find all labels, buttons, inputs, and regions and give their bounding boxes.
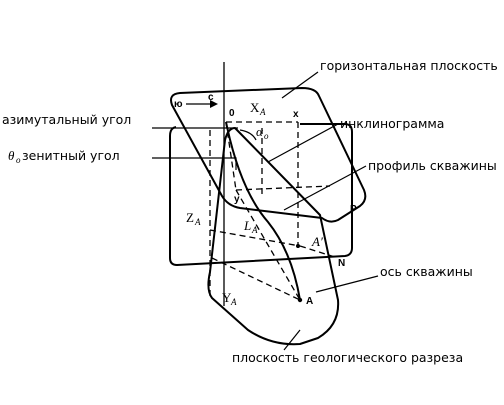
label-zenith-angle: зенитный угол (22, 148, 120, 163)
projection-7 (211, 257, 301, 301)
leader-horizontal-plane (281, 71, 319, 99)
projection-6 (209, 229, 301, 247)
label-zenith-symbol: θ (8, 148, 15, 163)
symbol-north: ю (174, 99, 183, 110)
symbol-alpha-sub: o (264, 131, 269, 141)
leader-well-axis (315, 275, 379, 293)
symbol-n: N (338, 258, 345, 269)
symbol-y-axis: Y (222, 290, 232, 305)
symbol-x-small: x (293, 109, 299, 120)
section-plane (207, 127, 340, 346)
symbol-l-sub: A (251, 225, 258, 235)
label-section-plane: плоскость геологического разреза (232, 350, 463, 365)
symbol-a-prime: A′ (311, 234, 323, 249)
point-a (297, 297, 303, 303)
symbol-y-small: y (234, 194, 240, 205)
symbol-c: c (208, 92, 214, 103)
point-a-prime (296, 244, 300, 248)
horizontal-plane (170, 87, 367, 223)
projection-1 (225, 121, 237, 191)
symbol-z-axis: Z (186, 210, 194, 225)
leader-inclinogram (267, 123, 339, 163)
symbol-y-sub: A (230, 297, 237, 307)
label-well-axis: ось скважины (380, 264, 473, 279)
label-azimuth-angle: азимутальный угол (2, 112, 131, 127)
symbol-z-sub: A (194, 217, 201, 227)
symbol-origin: 0 (229, 108, 235, 119)
symbol-alpha: α (256, 124, 264, 139)
projection-3 (235, 185, 331, 191)
symbol-x-sub: A (259, 107, 266, 117)
projection-8 (299, 245, 339, 259)
symbol-p: P (350, 204, 357, 215)
leader-section-plane (283, 329, 301, 351)
symbol-a: A (306, 296, 313, 307)
azimuth-arc (239, 129, 257, 141)
label-well-profile: профиль скважины (368, 158, 497, 173)
projection-2 (235, 189, 301, 301)
north-arrow-head (210, 100, 218, 108)
symbol-l-axis: L (243, 218, 251, 233)
label-inclinogram: инклинограмма (340, 116, 444, 131)
leader-well-profile (283, 165, 367, 211)
leader-zenith (152, 157, 237, 170)
vertical-plane (169, 123, 353, 266)
label-horizontal-plane: горизонтальная плоскость (320, 58, 498, 73)
label-zenith-sub: o (16, 155, 21, 165)
symbol-x-axis: X (250, 100, 260, 115)
